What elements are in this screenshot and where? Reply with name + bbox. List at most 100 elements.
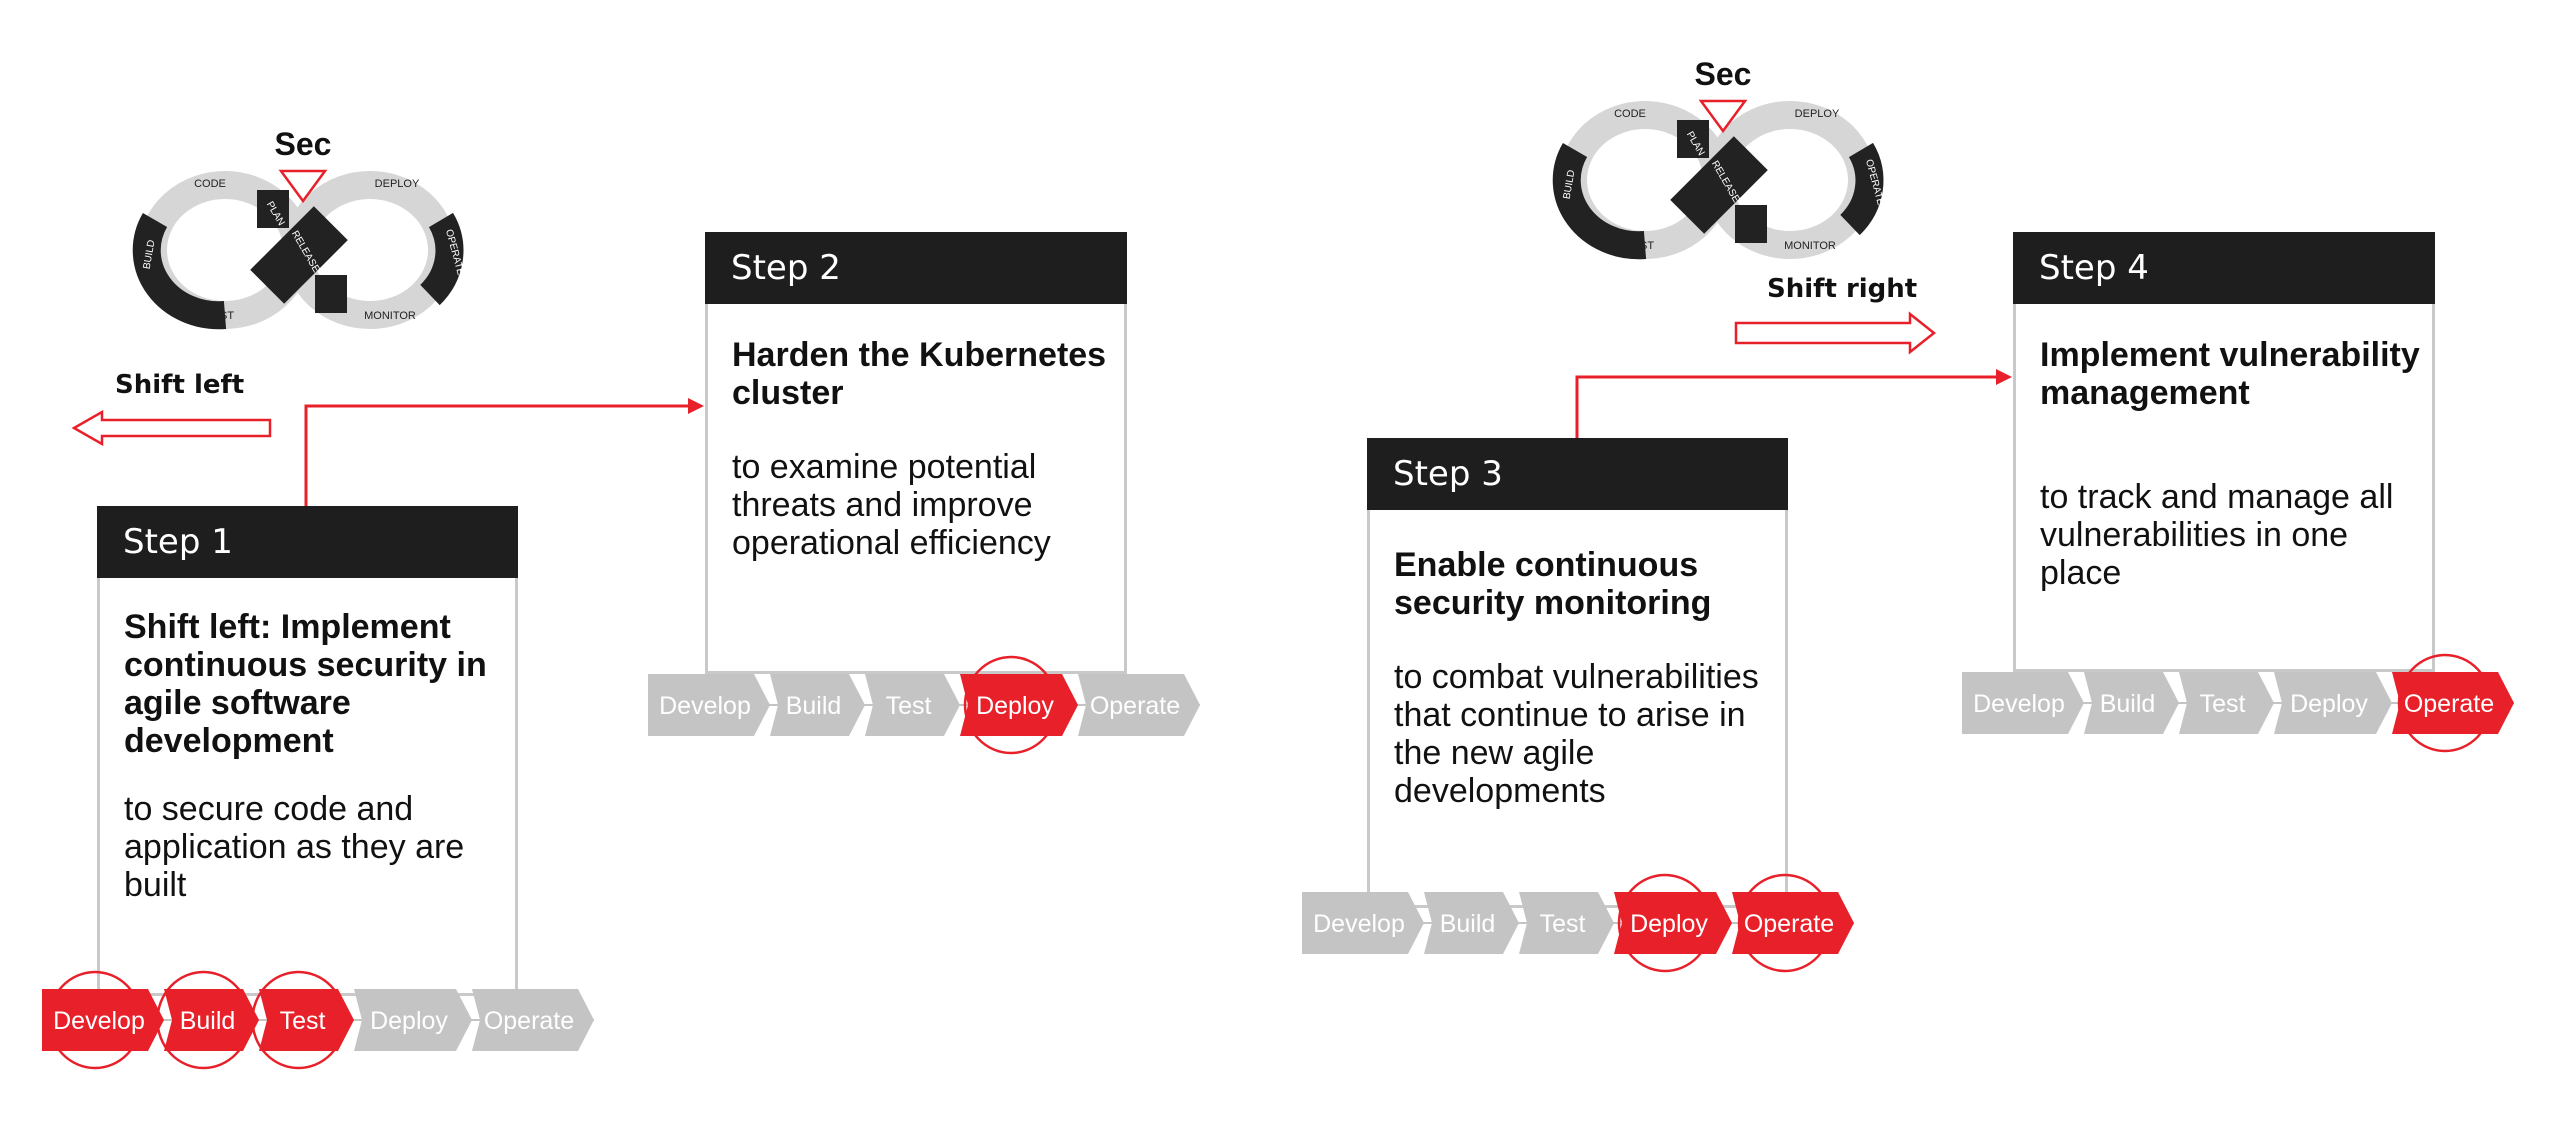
logo-sec-triangle [1698, 99, 1748, 134]
connector-step1-step2 [304, 404, 700, 506]
pipeline-stage-label: Operate [1090, 692, 1180, 720]
pipeline-stage-build: Build [164, 989, 259, 1051]
pipeline-chevron [164, 989, 259, 1051]
pipeline-stage-label: Operate [2404, 690, 2494, 718]
step-title: Shift left: Implement continuous securit… [124, 608, 487, 760]
logo-phase-label: MONITOR [364, 310, 416, 322]
pipeline-chevron [1962, 672, 2084, 734]
pipeline-stage-test: Test [2179, 672, 2274, 734]
infinity-loop [1552, 101, 1884, 260]
step-title: Harden the Kubernetes cluster [732, 336, 1107, 412]
logo-phase-label: TEST [1626, 240, 1654, 252]
logo-phase-label: TEST [206, 310, 234, 322]
step-card-3: Step 3 Enable continuous security monito… [1367, 438, 1788, 908]
pipeline-stage-deploy: Deploy [960, 674, 1078, 736]
pipeline-chevron [354, 989, 472, 1051]
logo-sec-label: Sec [1695, 56, 1752, 92]
pipeline-stage-deploy: Deploy [2274, 672, 2392, 734]
pipeline-stage-label: Deploy [370, 1007, 448, 1035]
pipeline-stage-label: Deploy [1630, 910, 1708, 938]
logo-phase-label: BUILD [1562, 169, 1578, 200]
step-title: Implement vulnerability management [2040, 336, 2420, 412]
pipeline-stage-label: Develop [659, 692, 751, 720]
logo-phase-label: MONITOR [1784, 240, 1836, 252]
pipeline-chevron [1302, 892, 1424, 954]
step-title: Enable continuous security monitoring [1394, 546, 1712, 622]
pipeline-chevron [770, 674, 865, 736]
pipeline-stage-label: Build [1440, 910, 1496, 938]
pipeline-stage-label: Develop [1313, 910, 1405, 938]
pipeline-chevron [960, 674, 1078, 736]
pipeline-stage-label: Deploy [2290, 690, 2368, 718]
shift-left-arrow [71, 409, 272, 447]
connector-arrowhead [1996, 369, 2012, 385]
pipeline-stage-build: Build [770, 674, 865, 736]
logo-phase-label: CODE [1614, 108, 1646, 120]
pipeline-stage-build: Build [2084, 672, 2179, 734]
step-card-4: Step 4 Implement vulnerability managemen… [2013, 232, 2435, 672]
pipeline-chevron [1732, 892, 1854, 954]
step-header: Step 1 [97, 506, 518, 578]
step-description: to track and manage all vulnerabilities … [2040, 478, 2394, 592]
shift-right-label: Shift right [1767, 274, 1918, 304]
pipeline-stage-label: Build [786, 692, 842, 720]
pipeline-chevron [2392, 672, 2514, 734]
pipeline-stage-label: Operate [1744, 910, 1834, 938]
pipeline-stage-test: Test [259, 989, 354, 1051]
pipeline-stage-test: Test [1519, 892, 1614, 954]
pipeline-stage-label: Test [2200, 690, 2246, 718]
connector-step3-step4 [1575, 375, 2000, 438]
pipeline-stage-develop: Develop [648, 674, 770, 736]
pipeline-stage-deploy: Deploy [354, 989, 472, 1051]
pipeline-chevron [2084, 672, 2179, 734]
pipeline-stage-develop: Develop [1302, 892, 1424, 954]
shift-left-label: Shift left [115, 370, 245, 400]
pipeline-chevron [2179, 672, 2274, 734]
pipeline-stage-label: Deploy [976, 692, 1054, 720]
pipeline-chevron [648, 674, 770, 736]
devsecops-logo: Sec CODE PLAN RELEASE DEPLOY OPERATE MON… [132, 126, 466, 330]
pipeline-stage-build: Build [1424, 892, 1519, 954]
pipeline-chevron [1424, 892, 1519, 954]
pipeline-chevron [259, 989, 354, 1051]
step-card-2: Step 2 Harden the Kubernetes cluster to … [705, 232, 1127, 674]
pipeline-step-1: Develop Build Test Deploy Operate [42, 970, 594, 1070]
step-description: to examine potential threats and improve… [732, 448, 1051, 562]
step-header: Step 4 [2013, 232, 2435, 304]
pipeline-stage-deploy: Deploy [1614, 892, 1732, 954]
pipeline-stage-operate: Operate [472, 989, 594, 1051]
devsecops-logo: Sec CODE PLAN RELEASE DEPLOY OPERATE MON… [1552, 56, 1886, 260]
logo-sec-triangle [278, 169, 328, 204]
pipeline-stage-label: Develop [1973, 690, 2065, 718]
pipeline-stage-develop: Develop [42, 989, 164, 1051]
pipeline-step-2: Develop Build Test Deploy Operate [648, 655, 1200, 755]
step-header: Step 3 [1367, 438, 1788, 510]
pipeline-stage-operate: Operate [1732, 892, 1854, 954]
logo-phase-label: DEPLOY [375, 178, 420, 190]
connector-arrowhead [688, 398, 704, 414]
pipeline-stage-operate: Operate [1078, 674, 1200, 736]
pipeline-stage-label: Test [1540, 910, 1586, 938]
logo-phase-label: CODE [194, 178, 226, 190]
pipeline-stage-label: Test [886, 692, 932, 720]
pipeline-stage-label: Build [180, 1007, 236, 1035]
pipeline-chevron [2274, 672, 2392, 734]
pipeline-chevron [1078, 674, 1200, 736]
pipeline-stage-label: Test [280, 1007, 326, 1035]
pipeline-stage-develop: Develop [1962, 672, 2084, 734]
step-card-1: Step 1 Shift left: Implement continuous … [97, 506, 518, 996]
logo-phase-label: BUILD [142, 239, 158, 270]
pipeline-step-3: Develop Build Test Deploy Operate [1302, 873, 1854, 973]
pipeline-stage-test: Test [865, 674, 960, 736]
pipeline-chevron [1519, 892, 1614, 954]
pipeline-chevron [865, 674, 960, 736]
pipeline-stage-label: Operate [484, 1007, 574, 1035]
pipeline-chevron [1614, 892, 1732, 954]
pipeline-chevron [472, 989, 594, 1051]
shift-right-arrow [1734, 311, 1937, 355]
step-header: Step 2 [705, 232, 1127, 304]
pipeline-stage-label: Develop [53, 1007, 145, 1035]
infinity-loop [132, 171, 464, 330]
pipeline-chevron [42, 989, 164, 1051]
